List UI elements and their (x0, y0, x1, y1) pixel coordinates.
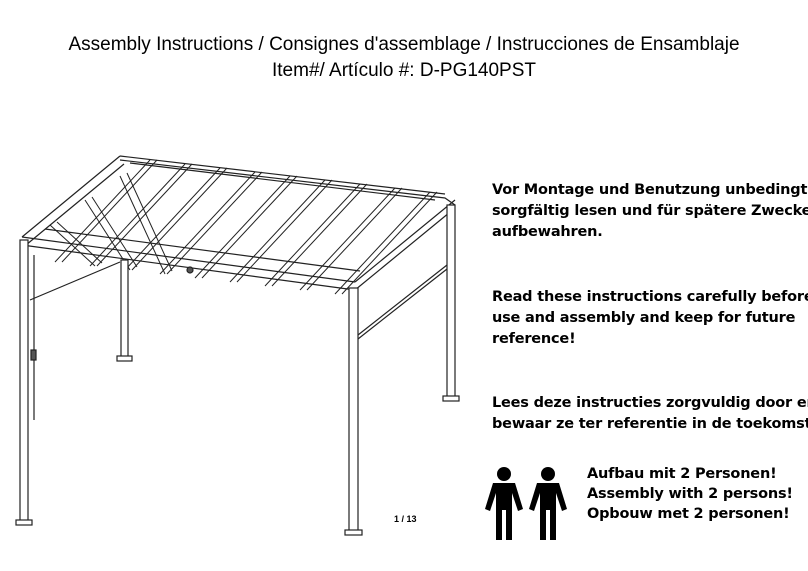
note-line: Lees deze instructies zorgvuldig door en (492, 395, 808, 411)
item-number: Item#/ Artículo #: D-PG140PST (272, 60, 536, 81)
note-german: Vor Montage und Benutzung unbedingt sorg… (492, 180, 808, 243)
note-line: use and assembly and keep for future (492, 310, 796, 326)
note-line: Vor Montage und Benutzung unbedingt (492, 182, 808, 198)
two-persons-icon (485, 467, 567, 540)
note-line: bewaar ze ter referentie in de toekomst! (492, 416, 808, 432)
page-number: 1 / 13 (394, 514, 417, 524)
persons-line: Opbouw met 2 personen! (587, 506, 790, 522)
persons-line: Aufbau mit 2 Personen! (587, 466, 777, 482)
note-line: aufbewahren. (492, 224, 603, 240)
page-title: Assembly Instructions / Consignes d'asse… (68, 34, 740, 55)
pergola-illustration (15, 155, 460, 536)
note-english: Read these instructions carefully before… (492, 287, 808, 350)
note-line: Read these instructions carefully before (492, 289, 808, 305)
persons-note: Aufbau mit 2 Personen! Assembly with 2 p… (587, 464, 793, 524)
note-dutch: Lees deze instructies zorgvuldig door en… (492, 393, 808, 435)
persons-line: Assembly with 2 persons! (587, 486, 793, 502)
note-line: sorgfältig lesen und für spätere Zwecke (492, 203, 808, 219)
note-line: reference! (492, 331, 576, 347)
